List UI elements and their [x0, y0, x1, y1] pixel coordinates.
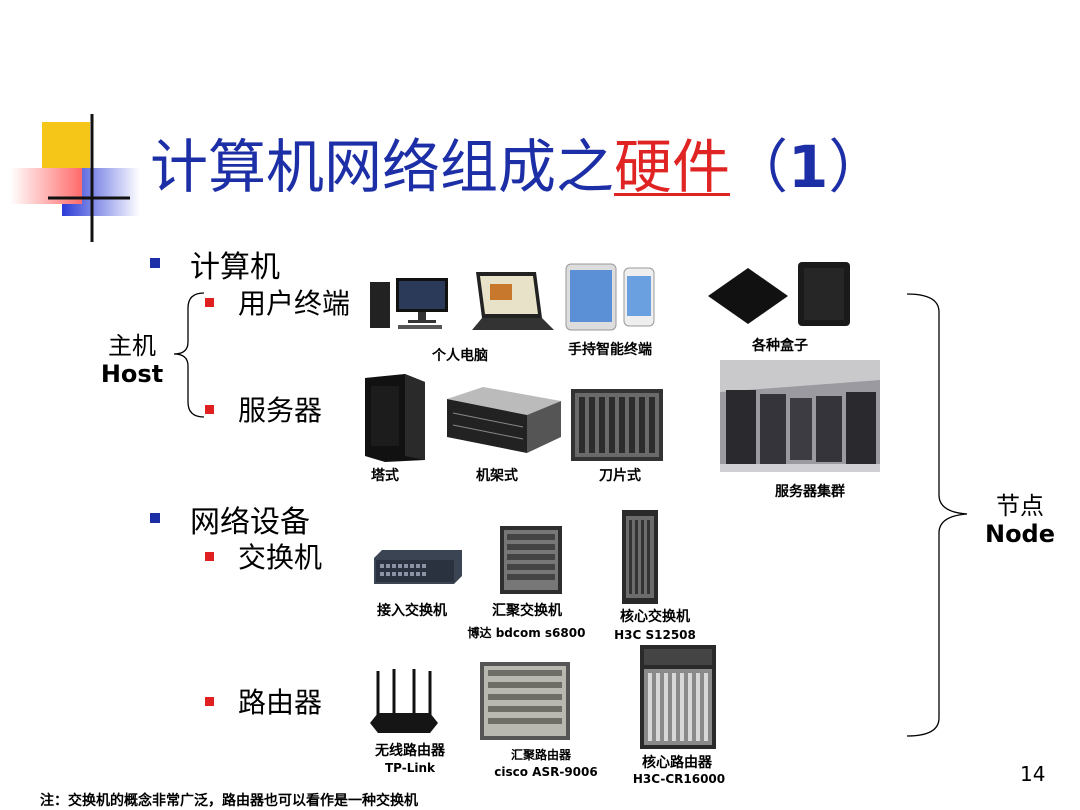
outline-network-device: 网络设备 [190, 505, 310, 540]
outline-computer: 计算机 [190, 250, 280, 285]
caption-handheld: 手持智能终端 [568, 342, 652, 358]
caption-core-router-model: H3C-CR16000 [632, 772, 726, 786]
node-brace [906, 293, 968, 737]
caption-cluster: 服务器集群 [775, 484, 845, 500]
caption-tower: 塔式 [371, 468, 399, 484]
caption-wireless-router-brand: TP-Link [384, 761, 436, 775]
caption-agg-router-model: cisco ASR-9006 [494, 765, 598, 779]
caption-pc: 个人电脑 [432, 348, 488, 364]
tv-box-image [708, 262, 850, 326]
caption-blade: 刀片式 [599, 468, 641, 484]
host-brace [173, 292, 205, 418]
aggregation-switch-image [500, 526, 562, 594]
caption-agg-switch: 汇聚交换机 [492, 603, 562, 619]
access-switch-image [374, 550, 462, 584]
node-label: 节点 Node [984, 492, 1056, 548]
core-switch-image [622, 510, 658, 604]
tablet-phone-image [565, 263, 655, 331]
slide-logo-decoration [10, 114, 140, 242]
footnote: 注：交换机的概念非常广泛，路由器也可以看作是一种交换机 [40, 793, 418, 809]
outline-router: 路由器 [238, 686, 323, 719]
outline-server: 服务器 [238, 394, 323, 427]
caption-agg-switch-model: 博达 bdcom s6800 [467, 626, 586, 640]
caption-core-router: 核心路由器 [642, 755, 712, 771]
tower-server-image [365, 374, 425, 462]
caption-core-switch-model: H3C S12508 [614, 628, 696, 642]
laptop-image [472, 272, 554, 330]
aggregation-router-image [480, 662, 570, 740]
caption-rack: 机架式 [476, 468, 518, 484]
caption-agg-router: 汇聚路由器 [510, 748, 571, 762]
caption-core-switch: 核心交换机 [620, 609, 690, 625]
title-highlight: 硬件 [614, 133, 731, 201]
outline-switch: 交换机 [238, 541, 323, 574]
caption-access-switch: 接入交换机 [377, 603, 447, 619]
blade-server-image [571, 389, 663, 461]
rack-server-image [447, 387, 561, 453]
bullet-router [205, 697, 214, 706]
host-label: 主机 Host [100, 332, 164, 388]
slide-title: 计算机网络组成之硬件（1） [150, 133, 887, 201]
caption-wireless-router: 无线路由器 [375, 743, 445, 759]
caption-boxes: 各种盒子 [752, 338, 808, 354]
bullet-network-device [150, 513, 160, 523]
bullet-user-terminal [205, 298, 214, 307]
server-cluster-image [720, 360, 880, 472]
page-number: 14 [1020, 762, 1046, 786]
bullet-server [205, 405, 214, 414]
outline-user-terminal: 用户终端 [238, 287, 351, 320]
bullet-computer [150, 258, 160, 268]
bullet-switch [205, 552, 214, 561]
wireless-router-image [370, 669, 438, 733]
desktop-pc-image [370, 278, 448, 329]
core-router-image [640, 645, 716, 749]
